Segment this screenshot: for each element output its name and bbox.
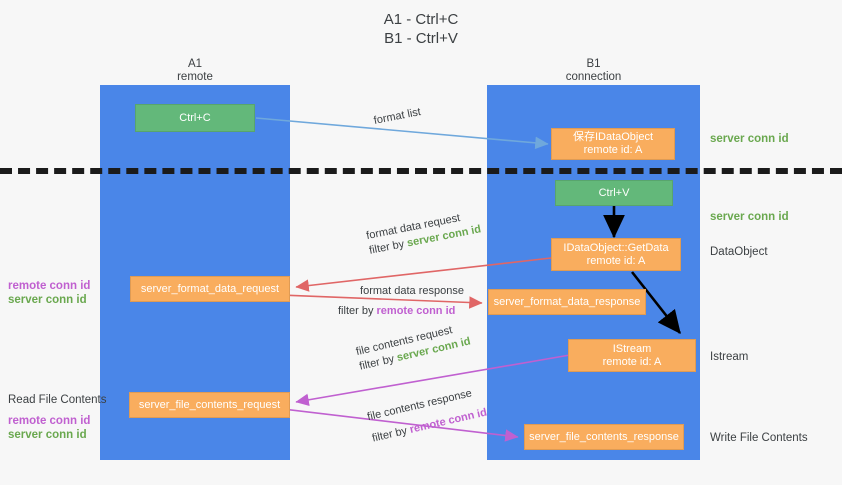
node-server-file-contents-request[interactable]: server_file_contents_request (129, 392, 290, 418)
node-server-file-contents-request-label: server_file_contents_request (138, 398, 281, 411)
right-note-server-conn-id-mid: server conn id (710, 211, 789, 223)
node-idataobject-getdata-line1: IDataObject::GetData (563, 241, 669, 254)
left-note-read-file-contents-text: Read File Contents (8, 394, 107, 406)
node-ctrl-v-label: Ctrl+V (598, 186, 630, 199)
node-server-file-contents-response-label: server_file_contents_response (529, 430, 679, 443)
node-idataobject-store[interactable]: 保存IDataObject remote id: A (551, 128, 675, 160)
right-note-dataobject: DataObject (710, 246, 768, 258)
edge-label-file-contents-response: file contents response filter by remote … (366, 384, 489, 446)
node-idataobject-store-line2: remote id: A (583, 144, 643, 156)
edge-label-format-data-request: format data request filter by server con… (365, 208, 482, 259)
edge-label-format-data-response-text: format data response (360, 285, 464, 297)
filter-prefix: filter by (371, 424, 412, 445)
phase-divider (0, 168, 842, 174)
lane-header-b1: B1 connection (487, 58, 700, 84)
node-istream-line1: IStream (612, 342, 652, 355)
left-note-server-conn-id-2: server conn id (8, 429, 87, 441)
node-server-format-data-request-label: server_format_data_request (140, 282, 280, 295)
node-idataobject-getdata[interactable]: IDataObject::GetData remote id: A (551, 238, 681, 271)
node-ctrl-c[interactable]: Ctrl+C (135, 104, 255, 132)
node-idataobject-store-line1: 保存IDataObject (572, 131, 654, 143)
left-note-conn-ids-2: remote conn id server conn id (8, 414, 90, 442)
edge-label-format-list-text: format list (372, 106, 422, 127)
left-note-server-conn-id-1: server conn id (8, 294, 87, 306)
edge-label-format-data-response: format data response filter by remote co… (338, 284, 486, 319)
node-server-format-data-request[interactable]: server_format_data_request (130, 276, 290, 302)
lane-header-b1-name: B1 (586, 58, 601, 70)
lane-header-a1-subtitle: remote (177, 71, 213, 83)
left-note-conn-ids-1: remote conn id server conn id (8, 279, 90, 307)
right-note-istream: Istream (710, 351, 749, 363)
edge-label-format-data-response-filter: filter by remote conn id (338, 304, 486, 319)
lane-header-b1-subtitle: connection (565, 71, 622, 83)
node-ctrl-c-label: Ctrl+C (179, 111, 211, 124)
page-title: A1 - Ctrl+C B1 - Ctrl+V (383, 11, 459, 47)
left-note-remote-conn-id-2: remote conn id (8, 415, 91, 427)
node-istream-line2: remote id: A (602, 355, 662, 368)
node-server-file-contents-response[interactable]: server_file_contents_response (524, 424, 684, 450)
filter-value-remote-conn-id: remote conn id (376, 305, 456, 317)
left-note-remote-conn-id-1: remote conn id (8, 280, 91, 292)
node-server-format-data-response-label: server_format_data_response (493, 295, 641, 308)
lane-header-a1: A1 remote (100, 58, 290, 84)
node-istream[interactable]: IStream remote id: A (568, 339, 696, 372)
node-ctrl-v[interactable]: Ctrl+V (555, 180, 673, 206)
filter-prefix: filter by (338, 305, 377, 317)
edge-label-file-contents-request: file contents request filter by server c… (355, 320, 473, 375)
node-server-format-data-response[interactable]: server_format_data_response (488, 289, 646, 315)
left-note-read-file-contents: Read File Contents (8, 393, 106, 407)
right-note-server-conn-id-top: server conn id (710, 133, 789, 145)
right-note-write-file-contents: Write File Contents (710, 432, 808, 444)
lane-header-a1-name: A1 (187, 58, 203, 70)
edge-label-format-list: format list (373, 105, 423, 129)
node-idataobject-getdata-line2: remote id: A (586, 254, 646, 267)
